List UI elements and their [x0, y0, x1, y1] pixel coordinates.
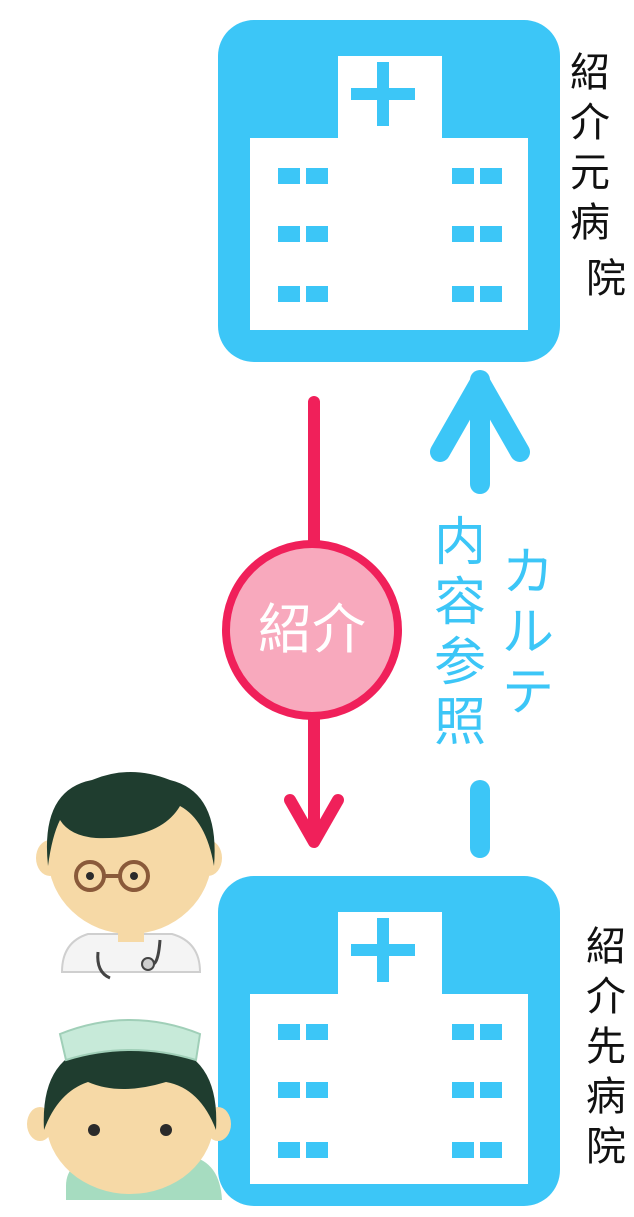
destination-label-char: 院	[586, 1124, 626, 1170]
chart-line2-char: 容	[434, 573, 486, 633]
nurse-icon	[27, 1019, 231, 1200]
chart-reference-text: カ ル テ 内 容 参 照	[434, 513, 554, 753]
source-hospital-label: 紹 介 元 病 院	[570, 50, 626, 302]
chart-line1-char: カ	[502, 543, 554, 603]
source-label-char: 元	[570, 150, 610, 196]
destination-hospital-label: 紹 介 先 病 院	[586, 924, 626, 1170]
chart-line1-char: ル	[502, 603, 554, 663]
doctor-icon	[36, 772, 222, 980]
referral-label: 紹介	[258, 598, 366, 661]
destination-label-char: 病	[586, 1074, 626, 1120]
destination-hospital-icon	[218, 876, 560, 1206]
destination-label-char: 先	[586, 1024, 626, 1070]
chart-line2-char: 照	[434, 693, 486, 753]
chart-reference-arrow	[430, 370, 530, 858]
chart-line1-char: テ	[502, 663, 554, 723]
source-label-char: 紹	[570, 50, 610, 96]
source-label-char: 介	[570, 100, 610, 146]
destination-label-char: 紹	[586, 924, 626, 970]
source-label-char: 病	[570, 200, 610, 246]
source-label-char: 院	[586, 256, 626, 302]
chart-line2-char: 内	[434, 513, 486, 573]
destination-label-char: 介	[586, 974, 626, 1020]
chart-line2-char: 参	[434, 633, 486, 693]
referral-badge: 紹介	[222, 540, 402, 720]
source-hospital-icon	[218, 20, 560, 362]
